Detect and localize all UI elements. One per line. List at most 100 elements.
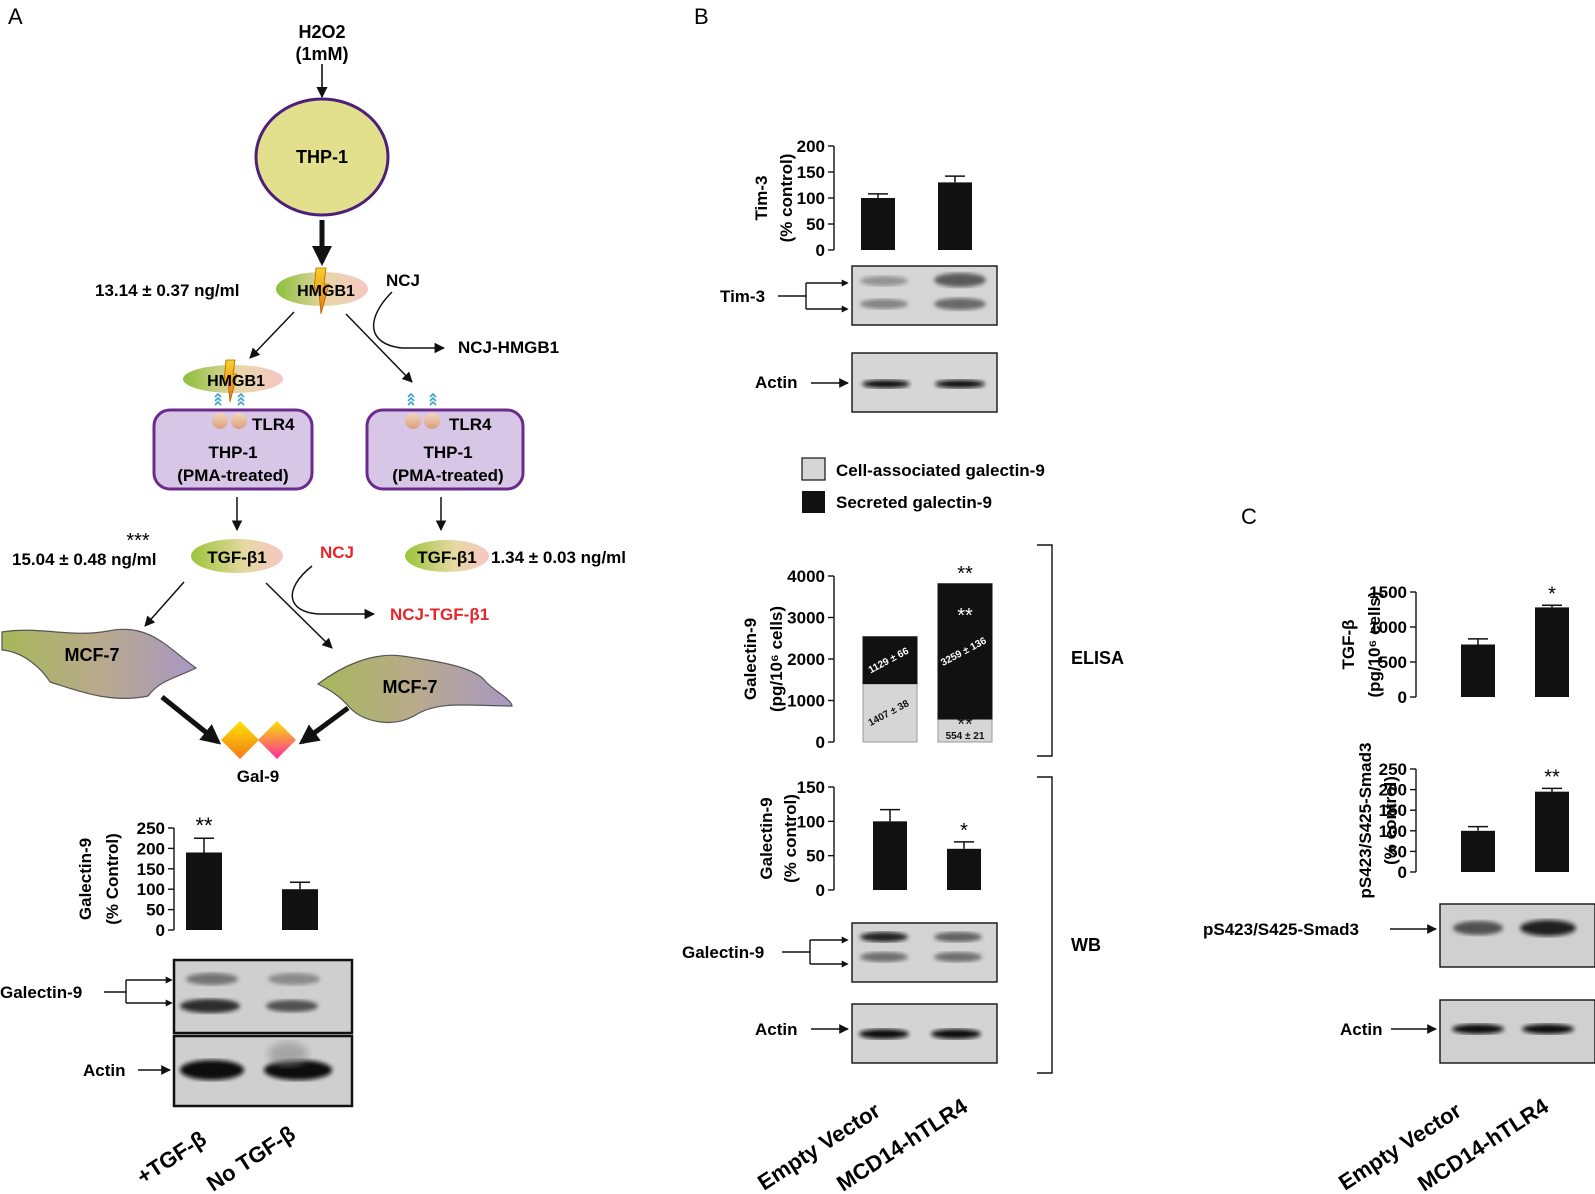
blot-label-smad: pS423/S425-Smad3 xyxy=(1203,920,1359,939)
y-tick-label: 500 xyxy=(1379,653,1407,672)
wb-label: WB xyxy=(1071,935,1101,955)
elisa-label: ELISA xyxy=(1071,648,1124,668)
y-tick-label: 250 xyxy=(1379,760,1407,779)
blot-b-actin-2 xyxy=(851,1003,998,1064)
wb-bracket xyxy=(1037,776,1053,1074)
y-axis-unit-label: (pg/10⁶ cells) xyxy=(767,606,786,712)
y-tick-label: 1000 xyxy=(787,692,825,711)
mcf7-label-right: MCF-7 xyxy=(383,677,438,697)
h2o2-dose-label: (1mM) xyxy=(296,44,349,64)
legend-swatch-cell xyxy=(801,457,826,481)
blot-bracket-a xyxy=(104,979,170,1004)
gal9-diamond-right xyxy=(258,721,296,759)
gal9-label: Gal-9 xyxy=(237,767,280,786)
y-tick-label: 100 xyxy=(797,812,825,831)
y-tick-label: 150 xyxy=(1379,801,1407,820)
gal9-diamond-left xyxy=(221,721,259,759)
h2o2-label: H2O2 xyxy=(298,22,345,42)
tlr4-label-right: TLR4 xyxy=(449,415,492,434)
legend-label-secreted: Secreted galectin-9 xyxy=(836,493,992,512)
thp1-cell xyxy=(254,97,390,217)
segment-label: 554 ± 21 xyxy=(946,731,985,742)
elisa-bracket xyxy=(1037,544,1053,757)
significance-marker: ** xyxy=(195,813,213,838)
mcf7-label-left: MCF-7 xyxy=(65,645,120,665)
legend-label-cell: Cell-associated galectin-9 xyxy=(836,461,1045,480)
hmgb1-bound-label: HMGB1 xyxy=(207,373,265,390)
mcf7-left-to-gal9-arrow xyxy=(160,695,222,745)
hmgb1-concentration: 13.14 ± 0.37 ng/ml xyxy=(95,281,239,300)
y-tick-label: 50 xyxy=(806,847,825,866)
y-axis-unit-label: (% control) xyxy=(777,154,796,243)
y-tick-label: 200 xyxy=(1379,781,1407,800)
y-axis-unit-label: (pg/10⁶ cells) xyxy=(1365,591,1384,697)
blot-b-galectin xyxy=(851,922,998,983)
thp1-pma-cell-right xyxy=(365,408,525,491)
ncj-red-label: NCJ xyxy=(320,543,354,562)
ncj-hmgb1-label: NCJ-HMGB1 xyxy=(458,338,559,357)
tgf-significance: *** xyxy=(126,530,150,552)
y-tick-label: 0 xyxy=(816,241,825,260)
y-tick-label: 4000 xyxy=(787,567,825,586)
tlr4-label-left: TLR4 xyxy=(252,415,295,434)
tlr4-bead xyxy=(424,413,440,429)
blot-bracket-tim3 xyxy=(778,282,844,310)
mcf7-cell-left xyxy=(1,628,198,699)
blot-a-galectin xyxy=(172,958,354,1035)
y-tick-label: 150 xyxy=(137,860,165,879)
y-tick-label: 150 xyxy=(797,163,825,182)
y-tick-label: 150 xyxy=(797,778,825,797)
y-axis-label: Galectin-9 xyxy=(757,797,776,879)
total-significance: ** xyxy=(957,563,973,585)
legend-swatch-secreted xyxy=(802,491,825,513)
cell-label-right-1: THP-1 xyxy=(423,443,472,462)
y-axis-label: pS423/S425-Smad3 xyxy=(1356,743,1375,899)
bar xyxy=(873,821,907,890)
significance-marker: * xyxy=(1548,583,1556,605)
blot-label-actin-a: Actin xyxy=(83,1061,126,1080)
ncj-binding-arrow xyxy=(373,291,446,354)
blot-label-actin-c: Actin xyxy=(1340,1020,1383,1039)
y-tick-label: 100 xyxy=(1379,822,1407,841)
cell-label-right-2: (PMA-treated) xyxy=(392,466,503,485)
y-tick-label: 100 xyxy=(797,189,825,208)
bar xyxy=(1535,607,1569,697)
y-tick-label: 100 xyxy=(137,880,165,899)
y-tick-label: 3000 xyxy=(787,609,825,628)
tgf-right-arrow xyxy=(265,582,333,649)
panel-label-b: B xyxy=(694,4,709,29)
mcf7-cell-right xyxy=(316,654,513,723)
blot-label-actin-b1: Actin xyxy=(755,373,798,392)
y-tick-label: 200 xyxy=(137,839,165,858)
y-tick-label: 50 xyxy=(146,901,165,920)
y-tick-label: 2000 xyxy=(787,650,825,669)
y-tick-label: 0 xyxy=(1398,863,1407,882)
stacked-bar-segment xyxy=(862,636,918,685)
lightning-bolt-icon xyxy=(223,359,238,403)
bar xyxy=(861,198,895,250)
y-tick-label: 50 xyxy=(806,215,825,234)
blot-label-galectin-a: Galectin-9 xyxy=(0,983,82,1002)
y-tick-label: 50 xyxy=(1388,842,1407,861)
stacked-bar-segment xyxy=(862,683,918,743)
tgf-concentration-right: 1.34 ± 0.03 ng/ml xyxy=(491,548,626,567)
blot-c-actin xyxy=(1439,999,1595,1064)
thp1-label: THP-1 xyxy=(296,147,348,167)
blot-c-smad xyxy=(1439,903,1595,968)
blot-label-tim3: Tim-3 xyxy=(720,287,765,306)
y-axis-unit-label: (% Control) xyxy=(103,833,122,925)
tlr4-bead xyxy=(231,413,247,429)
cell-label-left-1: THP-1 xyxy=(208,443,257,462)
y-tick-label: 200 xyxy=(797,137,825,156)
tgf-left-arrow xyxy=(144,581,185,627)
blot-label-actin-b2: Actin xyxy=(755,1020,798,1039)
tgf-label-left: TGF-β1 xyxy=(207,548,266,567)
y-axis-unit-label: (% control) xyxy=(781,794,800,883)
lightning-bolt-icon xyxy=(313,267,330,315)
y-tick-label: 250 xyxy=(137,819,165,838)
bar xyxy=(1535,791,1569,872)
